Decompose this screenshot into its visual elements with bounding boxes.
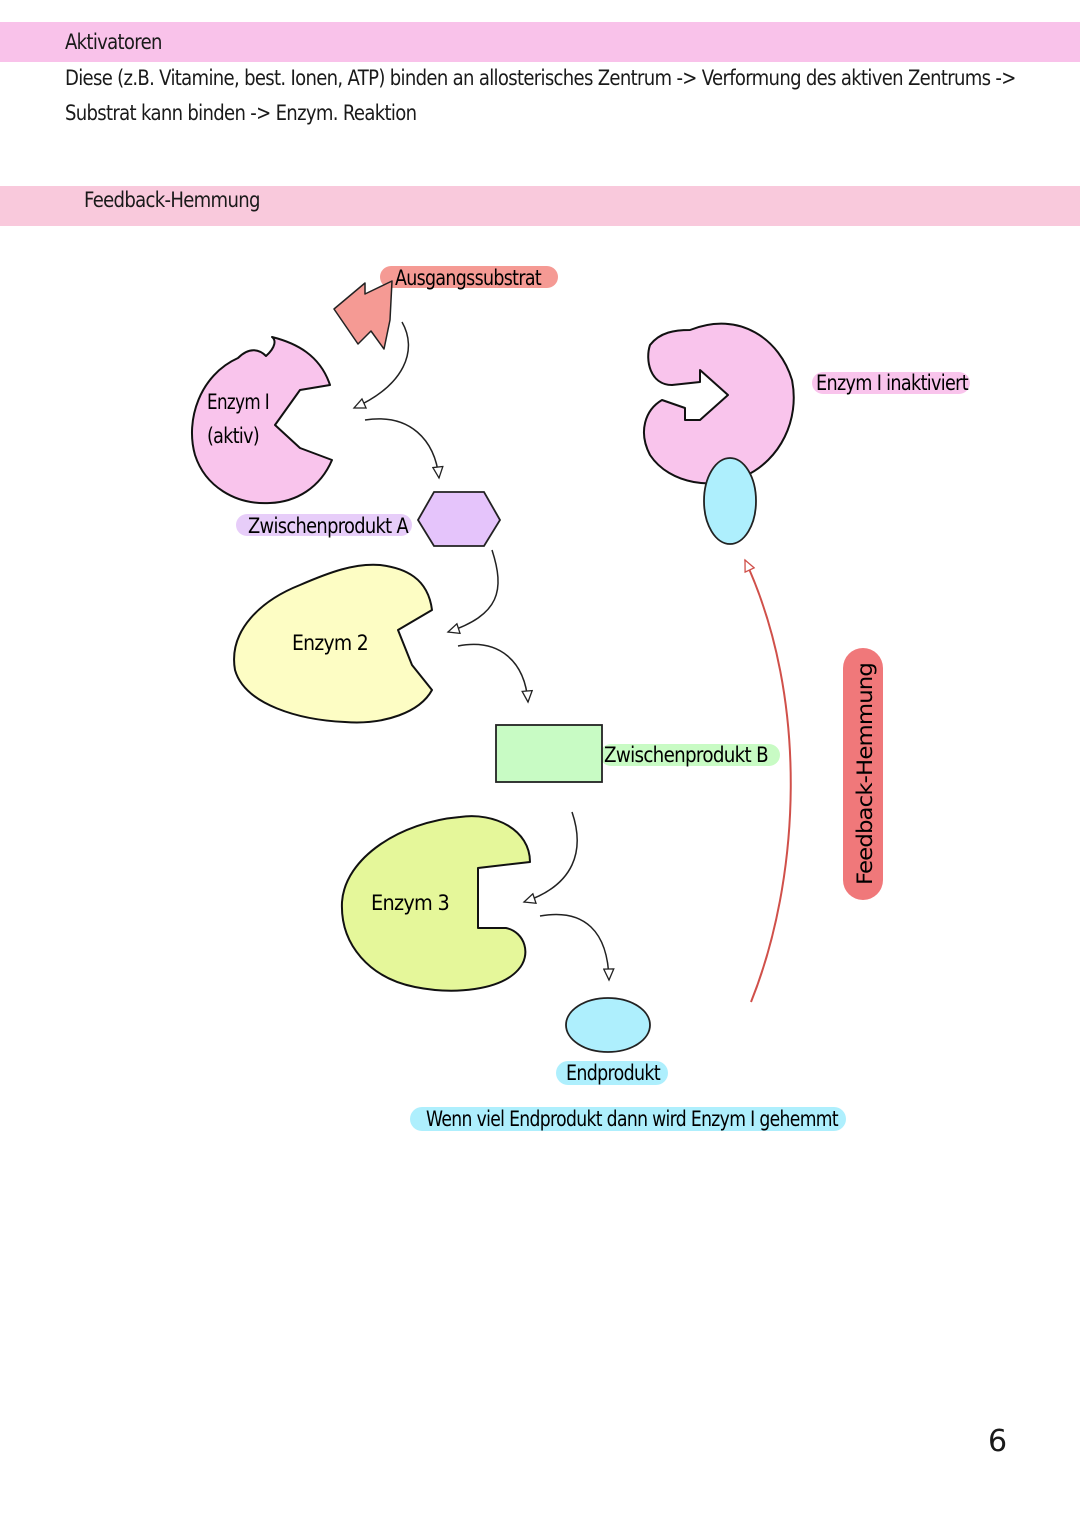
- arrow-enzyme2-to-intermediate-b: [457, 643, 534, 704]
- arrow-intermediate-b-to-enzyme3: [522, 811, 578, 905]
- end-product-shape: [565, 997, 651, 1053]
- arrow-intermediate-a-to-enzyme2: [446, 549, 499, 635]
- feedback-heading-band: [0, 186, 1080, 226]
- intermediate-a-label: Zwischenprodukt A: [248, 514, 409, 538]
- start-substrate-highlight: [380, 266, 558, 288]
- feedback-inhibition-label: Feedback-Hemmung: [853, 663, 877, 885]
- enzyme1-inactive-highlight: [812, 372, 970, 394]
- intermediate-b-label: Zwischenprodukt B: [604, 743, 768, 767]
- activators-heading: Aktivatoren: [65, 30, 163, 54]
- activators-heading-band: [0, 22, 1080, 62]
- end-product-highlight: [556, 1061, 668, 1085]
- feedback-note: Wenn viel Endprodukt dann wird Enzym I g…: [426, 1107, 838, 1131]
- activators-text-line1: Diese (z.B. Vitamine, best. Ionen, ATP) …: [65, 66, 1016, 90]
- end-product-label: Endprodukt: [566, 1061, 660, 1085]
- enzyme1-active-shape: [191, 336, 333, 505]
- arrow-substrate-to-enzyme1: [352, 321, 410, 409]
- feedback-heading: Feedback-Hemmung: [84, 188, 260, 212]
- intermediate-b-shape: [495, 724, 603, 783]
- activators-text-line2: Substrat kann binden -> Enzym. Reaktion: [65, 101, 417, 125]
- enzyme1-inactive-label: Enzym I inaktiviert: [816, 371, 968, 395]
- intermediate-a-shape: [416, 491, 502, 547]
- intermediate-b-highlight: [600, 744, 780, 766]
- arrow-enzyme3-to-end-product: [539, 913, 615, 982]
- enzyme3-shape: [340, 815, 531, 992]
- enzyme1-status-label: (aktiv): [207, 424, 259, 448]
- feedback-label-highlight: [843, 648, 883, 900]
- enzyme1-inactive-shape: [643, 322, 795, 485]
- intermediate-a-highlight: [236, 514, 412, 536]
- allosteric-end-product-shape: [703, 457, 757, 545]
- feedback-inhibition-arrow: [744, 558, 792, 1003]
- arrow-enzyme1-to-intermediate-a: [364, 418, 444, 480]
- start-substrate-shape: [333, 280, 393, 350]
- enzyme2-shape: [233, 563, 433, 724]
- enzyme1-label: Enzym I: [207, 390, 269, 414]
- start-substrate-label: Ausgangssubstrat: [395, 266, 541, 290]
- enzyme2-label: Enzym 2: [292, 631, 368, 655]
- note-highlight: [410, 1107, 846, 1131]
- enzyme3-label: Enzym 3: [371, 891, 449, 915]
- page-number: 6: [988, 1424, 1008, 1459]
